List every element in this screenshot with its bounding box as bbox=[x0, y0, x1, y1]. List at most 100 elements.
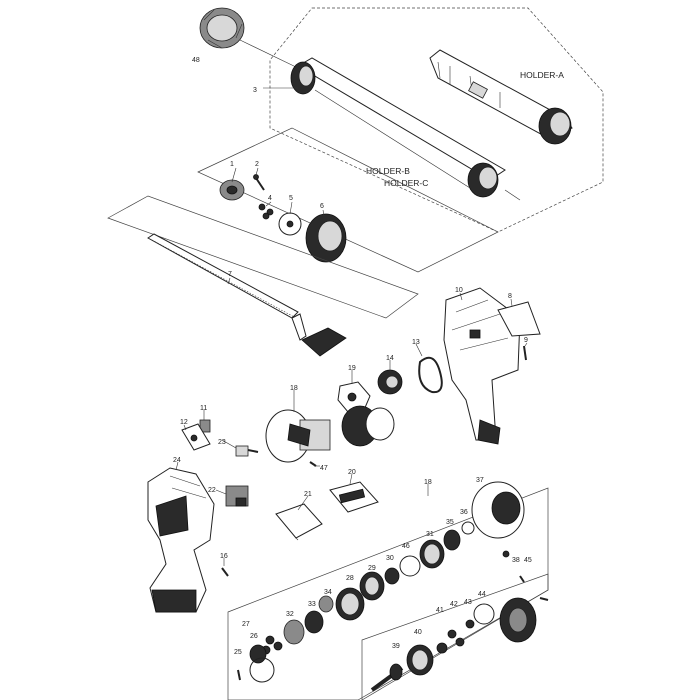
part-12-switch-plate bbox=[181, 423, 211, 451]
rack-outline bbox=[107, 195, 419, 319]
part-24-left-housing bbox=[147, 467, 215, 613]
callout-9: 9 bbox=[524, 337, 528, 344]
part-34-gear bbox=[318, 595, 334, 613]
callout-24: 24 bbox=[173, 457, 181, 464]
callout-12: 12 bbox=[180, 419, 188, 426]
part-13-belt bbox=[418, 356, 443, 394]
part-16-screw bbox=[221, 567, 229, 577]
callout-43: 43 bbox=[464, 599, 472, 606]
callout-18: 18 bbox=[424, 479, 432, 486]
holder-group-outline bbox=[269, 7, 604, 233]
part-35-gear bbox=[443, 529, 461, 551]
callout-34: 34 bbox=[324, 589, 332, 596]
holder-b-label: HOLDER-B bbox=[366, 166, 410, 176]
callout-31: 31 bbox=[426, 531, 434, 538]
callout-33: 33 bbox=[308, 601, 316, 608]
callout-6: 6 bbox=[320, 203, 324, 210]
callout-36: 36 bbox=[460, 509, 468, 516]
callout-25: 25 bbox=[234, 649, 242, 656]
part-28-ring-gear bbox=[335, 587, 365, 621]
part-7-rack bbox=[147, 233, 347, 357]
part-30-gear bbox=[384, 567, 400, 585]
part-41-gear bbox=[436, 642, 448, 654]
callout-11: 11 bbox=[200, 405, 207, 412]
callout-5: 5 bbox=[289, 195, 293, 202]
part-37-gear-housing bbox=[471, 481, 525, 539]
callout-46: 46 bbox=[402, 543, 410, 550]
callout-26: 26 bbox=[250, 633, 258, 640]
callout-42: 42 bbox=[450, 601, 458, 608]
part-8-label-plate bbox=[497, 301, 541, 337]
part-38-gear-carrier bbox=[499, 597, 537, 643]
part-25-washer bbox=[249, 657, 275, 683]
part-14-pulley bbox=[377, 369, 403, 395]
part-33-carrier bbox=[304, 610, 324, 634]
callout-13: 13 bbox=[412, 339, 420, 346]
part-6-ring-nut bbox=[305, 213, 347, 263]
callout-10: 10 bbox=[455, 287, 463, 294]
part-36-ring bbox=[461, 521, 475, 535]
callout-27: 27 bbox=[242, 621, 250, 628]
part-18-motor-assembly bbox=[265, 405, 395, 463]
part-48-cap-ring bbox=[199, 7, 245, 49]
part-21-controller bbox=[275, 503, 323, 541]
part-39-spindle bbox=[370, 663, 404, 692]
callout-32: 32 bbox=[286, 611, 294, 618]
part-32-carrier bbox=[283, 619, 305, 645]
callout-45: 45 bbox=[524, 557, 532, 564]
part-42-gear bbox=[447, 629, 465, 647]
part-19-gear-bracket bbox=[337, 381, 371, 413]
callout-28: 28 bbox=[346, 575, 354, 582]
part-2-screw bbox=[253, 174, 265, 191]
part-38-pin bbox=[502, 550, 510, 558]
part-9-screw bbox=[523, 345, 527, 361]
part-3-holder-b-tube bbox=[290, 57, 506, 198]
part-26-gear bbox=[249, 644, 267, 664]
holder-a-trough bbox=[429, 49, 573, 145]
callout-2: 2 bbox=[255, 161, 259, 168]
callout-29: 29 bbox=[368, 565, 376, 572]
callout-14: 14 bbox=[386, 355, 394, 362]
callout-38: 38 bbox=[512, 557, 520, 564]
part-23-lever bbox=[235, 445, 259, 457]
callout-3: 3 bbox=[253, 87, 257, 94]
callout-16: 16 bbox=[220, 553, 228, 560]
callout-35: 35 bbox=[446, 519, 454, 526]
callout-48: 48 bbox=[192, 57, 200, 64]
callout-41: 41 bbox=[436, 607, 444, 614]
callout-44: 44 bbox=[478, 591, 486, 598]
callout-1: 1 bbox=[230, 161, 234, 168]
part-20-terminal bbox=[329, 481, 379, 513]
callout-18: 18 bbox=[290, 385, 298, 392]
part-44-washer bbox=[473, 603, 495, 625]
part-40-ring-gear bbox=[406, 644, 434, 676]
callout-19: 19 bbox=[348, 365, 356, 372]
callout-8: 8 bbox=[508, 293, 512, 300]
leader-lines bbox=[175, 87, 528, 566]
part-22-switch bbox=[225, 485, 249, 507]
part-47-screw bbox=[309, 461, 317, 467]
callout-7: 7 bbox=[228, 271, 232, 278]
holder-c-label: HOLDER-C bbox=[384, 178, 428, 188]
callout-23: 23 bbox=[218, 439, 226, 446]
callout-21: 21 bbox=[304, 491, 312, 498]
part-46-washer bbox=[399, 555, 421, 577]
callout-40: 40 bbox=[414, 629, 422, 636]
part-29-ring-gear bbox=[359, 571, 385, 601]
gearbox-inner-outline bbox=[361, 573, 549, 700]
part-25-screw bbox=[237, 669, 241, 681]
part-1-piston-hub bbox=[219, 179, 245, 201]
part-31-ring-gear bbox=[419, 539, 445, 569]
callout-39: 39 bbox=[392, 643, 400, 650]
part-43-gear bbox=[465, 619, 475, 629]
callout-4: 4 bbox=[268, 195, 272, 202]
part-4-screws bbox=[258, 203, 274, 220]
callout-22: 22 bbox=[208, 487, 216, 494]
callout-20: 20 bbox=[348, 469, 356, 476]
callout-37: 37 bbox=[476, 477, 484, 484]
part-11-knob bbox=[199, 419, 211, 433]
callout-30: 30 bbox=[386, 555, 394, 562]
